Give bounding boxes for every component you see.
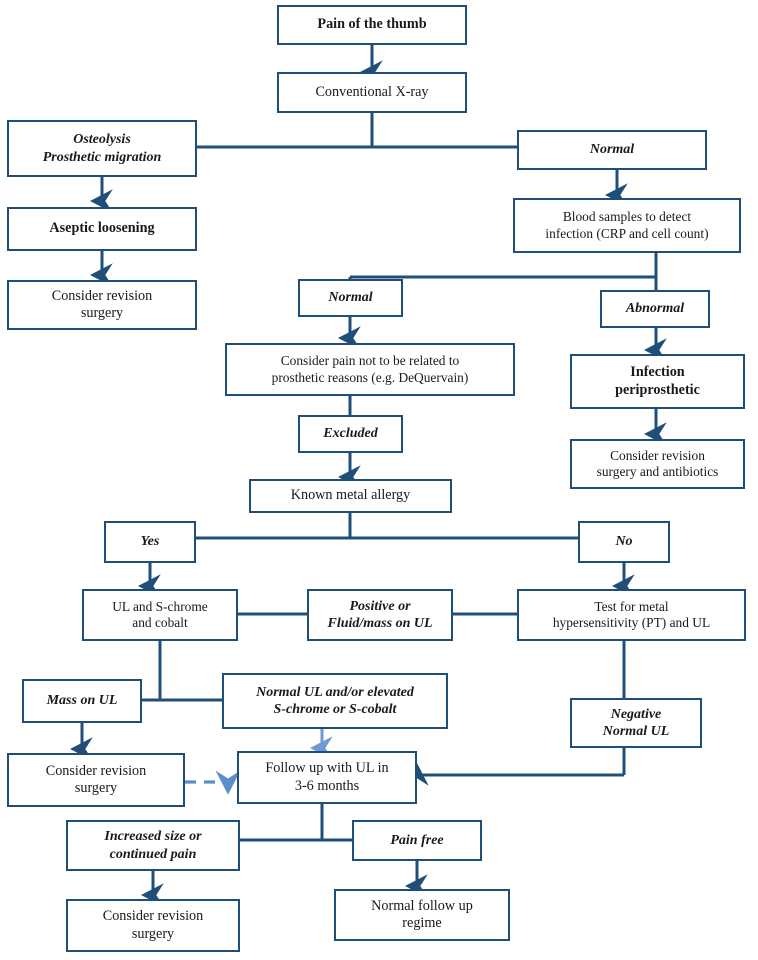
node-normal-ul-elevated[interactable]: Normal UL and/or elevated S-chrome or S-… [222,673,448,729]
node-label: Positive or Fluid/mass on UL [327,598,433,631]
node-label: Infection periprosthetic [615,364,700,398]
node-label: Consider revision surgery [45,762,147,796]
node-pain-free[interactable]: Pain free [352,820,482,861]
node-consider-revision-surgery-1[interactable]: Consider revision surgery [7,280,197,330]
node-label: Mass on UL [46,693,118,709]
node-normal-follow-up-regime[interactable]: Normal follow up regime [334,889,510,941]
node-infection-periprosthetic[interactable]: Infection periprosthetic [570,354,745,409]
node-label: Consider revision surgery [102,908,204,942]
node-allergy-yes[interactable]: Yes [104,521,196,563]
node-increased-size-continued-pain[interactable]: Increased size or continued pain [66,820,240,871]
node-label: Consider pain not to be related to prost… [271,353,469,385]
node-label: Abnormal [625,301,685,317]
node-label: Excluded [323,426,378,442]
node-label: Conventional X-ray [315,83,429,100]
node-follow-up-with-ul[interactable]: Follow up with UL in 3-6 months [237,751,417,804]
node-label: Follow up with UL in 3-6 months [265,760,389,794]
node-pain-of-thumb[interactable]: Pain of the thumb [277,5,467,45]
node-label: Yes [140,534,160,550]
node-mass-on-ul[interactable]: Mass on UL [22,679,142,723]
node-consider-revision-surgery-3[interactable]: Consider revision surgery [66,899,240,952]
node-label: Test for metal hypersensitivity (PT) and… [552,598,711,630]
node-label: Aseptic loosening [49,220,155,237]
node-label: Normal [589,142,635,158]
node-label: Consider revision surgery [51,287,153,321]
node-xray-normal[interactable]: Normal [517,130,707,170]
node-label: Pain free [390,832,444,848]
node-label: Osteolysis Prosthetic migration [42,132,162,165]
node-positive-or-fluid-mass-on-ul[interactable]: Positive or Fluid/mass on UL [307,589,453,641]
node-label: Normal UL and/or elevated S-chrome or S-… [256,684,414,717]
node-label: Blood samples to detect infection (CRP a… [545,209,709,241]
node-label: Pain of the thumb [317,16,427,33]
node-conventional-xray[interactable]: Conventional X-ray [277,72,467,113]
node-ul-s-chrome-cobalt[interactable]: UL and S-chrome and cobalt [82,589,238,641]
node-negative-normal-ul[interactable]: Negative Normal UL [570,698,702,748]
node-test-for-metal-hypersensitivity[interactable]: Test for metal hypersensitivity (PT) and… [517,589,746,641]
node-aseptic-loosening[interactable]: Aseptic loosening [7,207,197,251]
node-allergy-no[interactable]: No [578,521,670,563]
node-excluded[interactable]: Excluded [298,415,403,453]
node-label: Normal [328,290,373,306]
node-label: Increased size or continued pain [104,829,202,862]
node-consider-revision-surgery-antibiotics[interactable]: Consider revision surgery and antibiotic… [570,439,745,489]
node-label: Normal follow up regime [371,897,473,931]
node-blood-abnormal[interactable]: Abnormal [600,290,710,328]
node-label: Consider revision surgery and antibiotic… [596,447,719,479]
node-osteolysis-prosthetic-migration[interactable]: Osteolysis Prosthetic migration [7,120,197,177]
node-known-metal-allergy[interactable]: Known metal allergy [249,479,452,513]
node-consider-revision-surgery-2[interactable]: Consider revision surgery [7,753,185,807]
node-consider-pain-unrelated[interactable]: Consider pain not to be related to prost… [225,343,515,396]
node-label: Known metal allergy [290,487,411,504]
node-label: No [615,534,633,550]
node-label: Negative Normal UL [602,706,670,739]
node-blood-samples[interactable]: Blood samples to detect infection (CRP a… [513,198,741,253]
node-label: UL and S-chrome and cobalt [112,598,208,630]
node-blood-normal[interactable]: Normal [298,279,403,317]
